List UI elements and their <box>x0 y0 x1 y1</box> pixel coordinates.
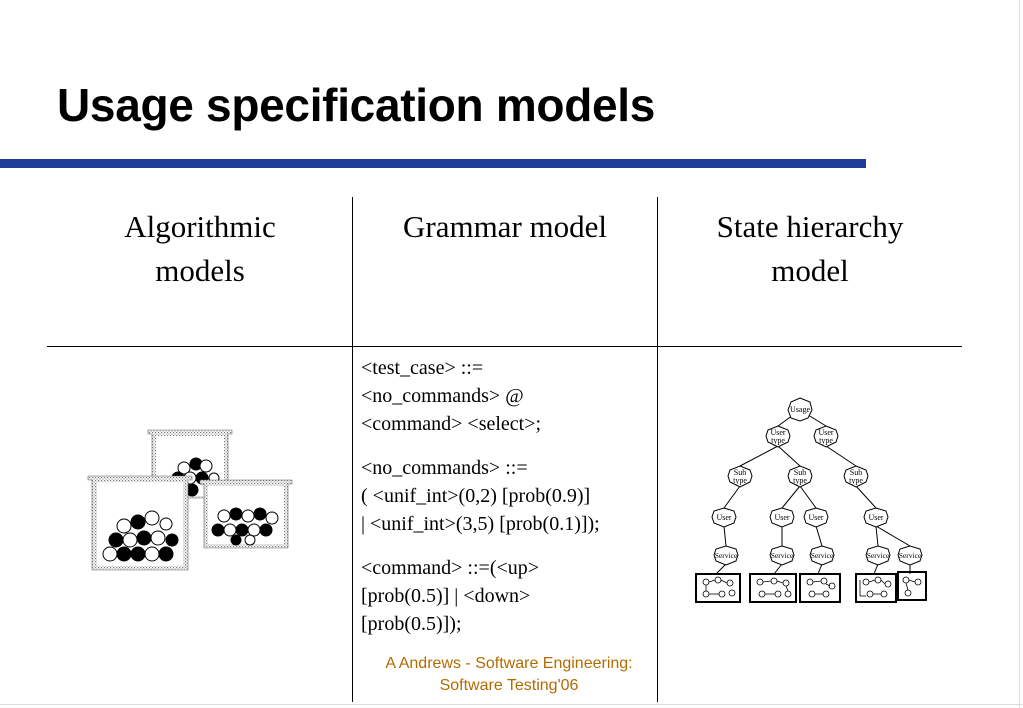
grammar-rule-test-case: <test_case> ::= <no_commands> @ <command… <box>361 354 655 438</box>
balls-back <box>171 457 220 497</box>
grammar-line: | <unif_int>(3,5) [prob(0.1)]); <box>361 513 600 535</box>
balls-right <box>211 507 279 546</box>
hierarchy-node-user: User <box>769 507 795 528</box>
node-label: Service <box>771 551 794 560</box>
column-header-algorithmic: Algorithmic models <box>50 205 350 293</box>
node-label: Service <box>715 551 738 560</box>
grammar-rule-command: <command> ::=(<up> [prob(0.5)] | <down> … <box>361 554 655 638</box>
hierarchy-node-user-type: User type <box>813 425 839 448</box>
node-label: type <box>819 436 833 445</box>
grammar-line: <command> <select>; <box>361 413 542 435</box>
grammar-line: ( <unif_int>(0,2) [prob(0.9)] <box>361 485 591 507</box>
hierarchy-node-service: Service <box>769 545 795 566</box>
node-label: type <box>771 436 785 445</box>
grammar-line: <no_commands> @ <box>361 385 524 407</box>
column-header-state-hierarchy: State hierarchy model <box>660 205 960 293</box>
grammar-line: [prob(0.5)] | <down> <box>361 585 531 607</box>
node-label: Service <box>811 551 834 560</box>
hierarchy-node-sub-type: Sub type <box>843 465 869 488</box>
slide-footer: A Andrews - Software Engineering: Softwa… <box>355 653 663 697</box>
hierarchy-node-user-type: User type <box>765 425 791 448</box>
slide-border-bottom <box>0 704 1023 705</box>
hierarchy-node-sub-type: Sub type <box>727 465 753 488</box>
node-label: User <box>808 513 823 522</box>
grammar-rule-no-commands: <no_commands> ::= ( <unif_int>(0,2) [pro… <box>361 454 655 538</box>
hierarchy-node-user: User <box>803 507 829 528</box>
node-label: User <box>818 428 833 437</box>
hierarchy-node-service: Service <box>713 545 739 566</box>
title-rule <box>0 159 866 168</box>
footer-line: Software Testing'06 <box>439 677 579 694</box>
node-label: User <box>716 513 731 522</box>
hierarchy-node-service: Service <box>809 545 835 566</box>
grammar-line: [prob(0.5)]); <box>361 613 462 635</box>
node-label: type <box>793 476 807 485</box>
grammar-line: <test_case> ::= <box>361 357 484 379</box>
state-machine-details <box>702 576 922 598</box>
column-header-line: model <box>771 253 849 288</box>
footer-line: A Andrews - Software Engineering: <box>385 655 633 672</box>
column-header-line: Grammar model <box>402 209 607 244</box>
node-label: type <box>849 476 863 485</box>
node-label: User <box>868 513 883 522</box>
column-header-line: models <box>155 253 245 288</box>
hierarchy-node-sub-type: Sub type <box>787 465 813 488</box>
node-label: Sub <box>794 468 806 477</box>
column-header-line: State hierarchy <box>716 209 904 244</box>
hierarchy-node-user: User <box>711 507 737 528</box>
grammar-line: <no_commands> ::= <box>361 457 528 479</box>
slide-border-right <box>1019 0 1020 708</box>
state-hierarchy-diagram: Usage User type User type Sub type Sub t… <box>695 397 927 603</box>
node-label: Usage <box>790 405 810 414</box>
hierarchy-node-user: User <box>863 507 889 528</box>
slide-title: Usage specification models <box>57 79 656 131</box>
hierarchy-node-service: Service <box>865 545 891 566</box>
node-label: Service <box>867 551 890 560</box>
hierarchy-node-usage: Usage <box>787 397 813 422</box>
column-header-line: Algorithmic <box>124 209 276 244</box>
table-divider-1 <box>352 197 353 702</box>
state-machine-boxes <box>695 571 927 603</box>
balls-left <box>102 510 179 562</box>
node-label: type <box>733 476 747 485</box>
grammar-line: <command> ::=(<up> <box>361 557 540 579</box>
node-label: Service <box>899 551 922 560</box>
node-label: User <box>774 513 789 522</box>
hierarchy-node-service: Service <box>897 545 923 566</box>
node-label: Sub <box>734 468 746 477</box>
node-label: User <box>770 428 785 437</box>
node-label: Sub <box>850 468 862 477</box>
table-header-rule <box>47 346 962 347</box>
column-header-grammar: Grammar model <box>354 205 656 249</box>
grammar-rules: <test_case> ::= <no_commands> @ <command… <box>361 354 655 654</box>
table-divider-2 <box>657 197 658 702</box>
algorithmic-models-illustration <box>87 429 293 571</box>
